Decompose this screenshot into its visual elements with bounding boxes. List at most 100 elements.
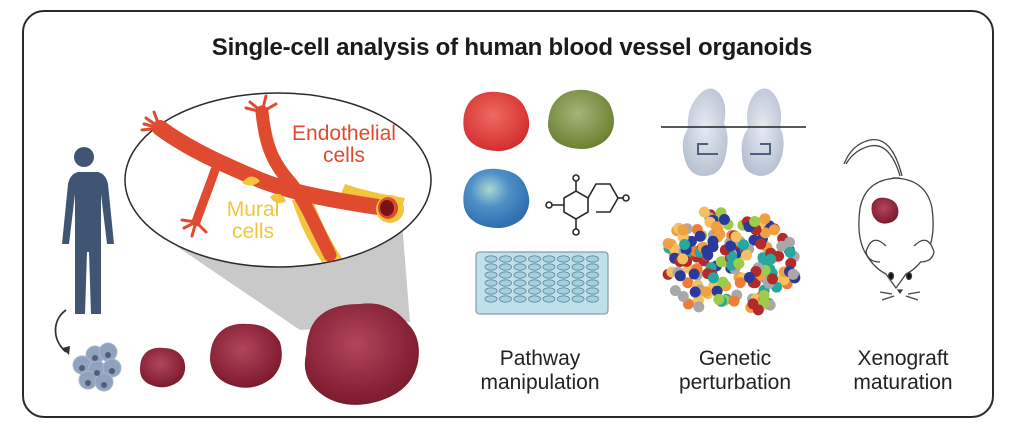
cell-dot bbox=[778, 274, 790, 286]
molecule-icon bbox=[545, 174, 630, 236]
well bbox=[586, 255, 599, 263]
cell-dot bbox=[747, 298, 759, 310]
cell-dot bbox=[688, 268, 700, 280]
cell-dot bbox=[717, 276, 729, 288]
well bbox=[528, 255, 541, 263]
well bbox=[557, 271, 570, 279]
well bbox=[513, 295, 527, 303]
cell-dot bbox=[730, 231, 742, 243]
organoid-icon bbox=[463, 91, 530, 151]
well bbox=[484, 279, 498, 287]
well bbox=[542, 263, 556, 271]
pathway-label-line2: manipulation bbox=[480, 371, 600, 394]
cell-dot bbox=[734, 277, 746, 289]
well bbox=[484, 255, 498, 263]
well bbox=[499, 271, 512, 279]
well bbox=[499, 295, 512, 303]
well bbox=[499, 255, 512, 263]
cell-dot bbox=[759, 227, 771, 239]
well bbox=[571, 295, 585, 303]
well bbox=[586, 263, 599, 271]
human-silhouette-icon bbox=[62, 147, 114, 314]
curved-arrow-icon bbox=[54, 309, 67, 353]
cell-dot bbox=[707, 235, 719, 247]
organoid-icon bbox=[210, 323, 282, 388]
cell-dot bbox=[768, 224, 780, 236]
well bbox=[499, 279, 512, 287]
cell-dot bbox=[718, 214, 730, 225]
cell-dot bbox=[682, 277, 694, 289]
well bbox=[557, 263, 570, 271]
well bbox=[542, 255, 556, 263]
mural-label-line1: Mural bbox=[226, 198, 280, 221]
well bbox=[528, 271, 541, 279]
cell-dot bbox=[698, 206, 710, 218]
cell-dot bbox=[679, 239, 691, 250]
cell-dot bbox=[689, 286, 701, 298]
cell-dot bbox=[693, 301, 705, 313]
well bbox=[571, 255, 585, 263]
well bbox=[542, 279, 556, 287]
stem-cell-cluster-icon bbox=[72, 342, 122, 392]
cell-dot bbox=[784, 236, 795, 248]
xenograft-label-line1: Xenograft bbox=[857, 347, 949, 370]
xenograft-label-line2: maturation bbox=[853, 371, 953, 394]
organoid-icon bbox=[463, 168, 530, 228]
well bbox=[557, 287, 570, 295]
genetic-label-line2: perturbation bbox=[678, 371, 792, 394]
cell-dot bbox=[713, 293, 725, 305]
cell-dot bbox=[749, 216, 761, 227]
endothelial-label-line2: cells bbox=[322, 144, 365, 167]
well bbox=[513, 263, 527, 271]
cell-dot bbox=[711, 285, 723, 297]
cell-dot bbox=[710, 221, 722, 233]
well bbox=[484, 263, 498, 271]
figure-title: Single-cell analysis of human blood vess… bbox=[211, 34, 813, 61]
well bbox=[513, 255, 527, 263]
well bbox=[528, 263, 541, 271]
well bbox=[542, 271, 556, 279]
crispr-icon bbox=[661, 88, 806, 176]
cell-dot bbox=[741, 249, 753, 261]
well bbox=[557, 255, 570, 263]
cell-dot bbox=[759, 213, 771, 225]
cell-dot bbox=[785, 257, 797, 269]
endothelial-label: Endothelial cells bbox=[274, 123, 414, 167]
cell-dot bbox=[707, 272, 719, 284]
vessel-illustration bbox=[140, 94, 405, 262]
cell-dot bbox=[677, 224, 689, 236]
well bbox=[528, 295, 541, 303]
well bbox=[571, 287, 585, 295]
cell-dot bbox=[715, 256, 727, 268]
cell-dot bbox=[728, 295, 740, 307]
well bbox=[528, 279, 541, 287]
well bbox=[557, 295, 570, 303]
mural-label-line2: cells bbox=[231, 220, 274, 243]
genetic-label: Genetic perturbation bbox=[660, 347, 810, 395]
cell-dot bbox=[744, 272, 755, 283]
cell-dot bbox=[784, 246, 796, 258]
cell-dot bbox=[662, 238, 674, 250]
cell-dot bbox=[669, 285, 681, 297]
cell-dot bbox=[787, 268, 799, 280]
xenograft-organoid-icon bbox=[871, 197, 899, 224]
organoid-icon bbox=[140, 347, 186, 388]
cell-dot bbox=[700, 286, 712, 298]
well bbox=[571, 279, 585, 287]
well bbox=[557, 279, 570, 287]
well bbox=[571, 271, 585, 279]
well bbox=[586, 271, 599, 279]
cell-dot bbox=[758, 297, 770, 309]
well bbox=[586, 287, 599, 295]
well bbox=[528, 287, 541, 295]
cell-dot bbox=[725, 240, 736, 252]
well bbox=[484, 271, 498, 279]
well bbox=[484, 287, 498, 295]
cell-dot bbox=[767, 273, 778, 285]
well bbox=[499, 287, 512, 295]
cell-dot bbox=[694, 230, 706, 242]
cell-dot bbox=[738, 239, 749, 251]
xenograft-label: Xenograft maturation bbox=[838, 347, 968, 395]
well-plate-icon bbox=[475, 251, 609, 315]
